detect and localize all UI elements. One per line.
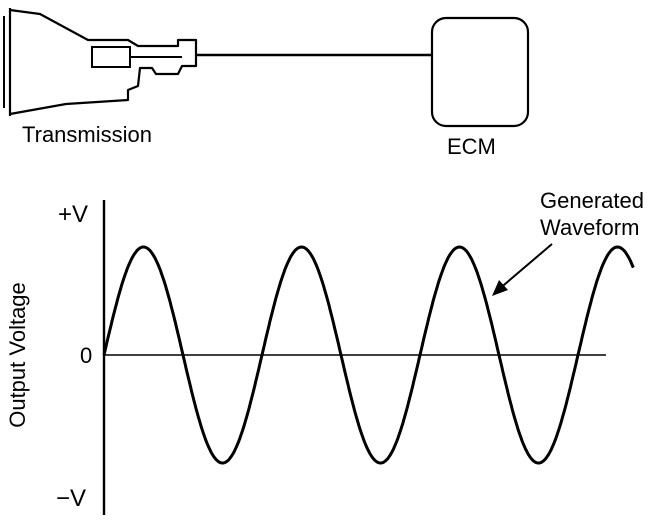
annotation-arrow-head [492,280,508,296]
annotation-label-line1: Generated [540,188,644,213]
generated-waveform [102,245,635,465]
waveform-line [102,245,635,465]
ecm-box [430,16,530,128]
annotation-arrow-line [497,243,553,291]
y-tick-negative: −V [56,485,87,512]
transmission-housing [9,8,198,116]
transmission-label: Transmission [22,122,152,147]
y-tick-positive: +V [58,201,89,228]
speed-sensor [91,46,131,68]
y-axis-label: Output Voltage [5,282,30,428]
y-tick-zero: 0 [80,343,93,368]
annotation-label-line2: Waveform [540,215,640,240]
ecm-label: ECM [447,134,496,159]
